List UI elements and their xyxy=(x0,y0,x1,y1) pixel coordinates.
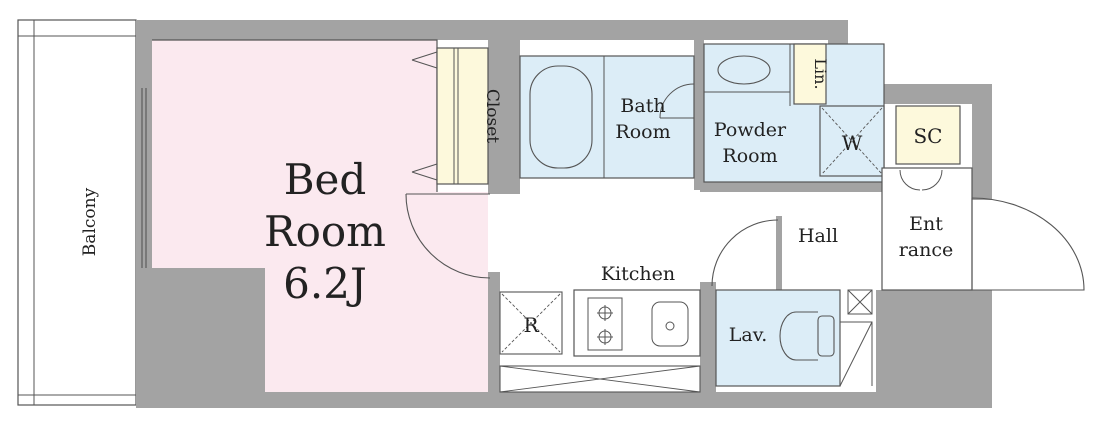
linen-area xyxy=(793,43,827,105)
vanity-sink xyxy=(717,55,771,85)
shoe-closet-label: SC xyxy=(913,124,942,148)
balcony: Balcony xyxy=(17,19,137,406)
wall-hall xyxy=(776,216,782,290)
bathroom: Bath Room xyxy=(519,55,695,179)
bathroom-label-line2: Room xyxy=(615,121,670,143)
closet-door-marks xyxy=(411,51,438,181)
kitchen-label: Kitchen xyxy=(601,263,675,285)
bathtub xyxy=(529,65,593,169)
balcony-label: Balcony xyxy=(80,187,100,256)
bath-door-swing xyxy=(659,83,695,119)
closet: Closet xyxy=(436,47,502,185)
lavatory: Lav. xyxy=(715,289,873,387)
entrance: Ent rance xyxy=(881,167,1085,291)
lavatory-area xyxy=(715,289,841,387)
stove xyxy=(587,297,623,351)
wall-bed-kitchen xyxy=(488,272,500,392)
bedroom: Bed Room 6.2J xyxy=(141,39,491,392)
bedroom-door-swing xyxy=(405,193,491,279)
closet-area xyxy=(436,47,489,185)
entrance-area xyxy=(881,167,973,291)
lavatory-label: Lav. xyxy=(729,324,767,346)
powder-room-label: Powder xyxy=(714,119,787,141)
shoe-closet-area xyxy=(895,105,961,165)
wall-bath-powder xyxy=(694,40,704,190)
washer-label: W xyxy=(842,131,863,155)
hall-door-swing xyxy=(711,219,779,287)
refrigerator-label: R xyxy=(523,313,539,337)
bedroom-floor xyxy=(152,40,488,392)
stove-grate xyxy=(597,305,613,345)
washer-space: W xyxy=(819,105,885,177)
east-wall-lower xyxy=(876,290,992,408)
bedroom-size: 6.2J xyxy=(283,259,367,308)
shoe-closet: SC xyxy=(895,105,961,165)
west-wall xyxy=(136,20,152,408)
balcony-area xyxy=(17,19,137,406)
closet-label: Closet xyxy=(482,89,502,143)
kitchen: Kitchen xyxy=(499,263,701,393)
north-wall xyxy=(136,20,848,82)
toilet-tank xyxy=(817,315,835,357)
entrance-label-line2: rance xyxy=(899,239,954,261)
south-wall xyxy=(136,392,992,408)
bathroom-area xyxy=(519,55,695,179)
duct-cross xyxy=(847,289,873,315)
wall-closet-bath xyxy=(488,40,520,194)
wall-kitchen-lav xyxy=(700,282,716,392)
hall-label: Hall xyxy=(798,225,838,247)
bathroom-label: Bath xyxy=(620,95,665,117)
bedroom-label-line2: Room xyxy=(264,207,386,256)
bedroom-label: Bed xyxy=(284,155,367,204)
wall-powder-hall xyxy=(700,182,890,192)
powder-room-label-line2: Room xyxy=(722,145,777,167)
linen-closet: Lin. xyxy=(793,43,830,105)
sink-drain xyxy=(665,321,675,331)
refrigerator-cross xyxy=(501,293,561,353)
entrance-label: Ent xyxy=(909,213,943,235)
lavatory-door xyxy=(839,321,873,387)
kitchen-sink xyxy=(651,301,689,347)
structural-block xyxy=(152,268,265,392)
refrigerator-space: R xyxy=(499,291,563,355)
east-wall-upper xyxy=(972,84,992,200)
kitchen-counter xyxy=(573,289,701,357)
entrance-door-swing xyxy=(971,197,1085,291)
hall: Hall xyxy=(711,219,838,287)
shoe-closet-doors xyxy=(899,169,943,191)
linen-label: Lin. xyxy=(811,58,830,89)
kitchen-storage-cross xyxy=(499,365,701,393)
toilet-bowl xyxy=(779,311,818,361)
